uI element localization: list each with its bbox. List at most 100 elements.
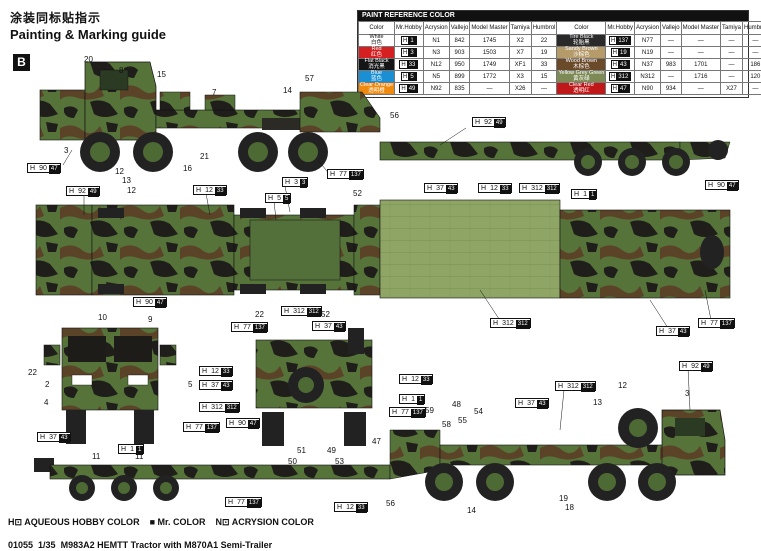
part-number: 58 [442,420,451,429]
part-number: 11 [135,452,144,461]
part-number: 12 [127,186,136,195]
side-view-trailer [299,91,731,176]
footer-name: M983A2 HEMTT Tractor with M870A1 Semi-Tr… [60,540,273,550]
top-view [35,199,731,299]
tamiya-code: — [719,70,744,83]
part-number: 12 [115,167,124,176]
title-chinese: 涂装同标贴指示 [10,11,102,25]
vallejo-code: 835 [448,82,471,95]
legend-n-icon: N⊡ [215,517,232,527]
part-number: 4 [44,398,49,407]
part-number: 22 [255,310,264,319]
side-view-tractor [39,61,328,172]
acrysion-code: N90 [634,82,662,95]
part-number: 13 [122,176,131,185]
part-number: 20 [84,55,93,64]
modelmaster-code: 1503 [469,46,510,59]
part-number: 59 [425,406,434,415]
part-number: 11 [92,452,101,461]
legend-mr-icon: ■ [149,517,158,527]
part-number: 10 [98,313,107,322]
tamiya-code: X26 [508,82,532,95]
part-number: 3 [64,146,69,155]
legend-h-icon: H⊡ [8,517,25,527]
part-number: 47 [372,437,381,446]
legend-acrysion: ACRYSION COLOR [231,517,314,527]
modelmaster-code: — [469,82,510,95]
modelmaster-code: — [680,82,721,95]
table-title: PAINT REFERENCE COLOR [358,11,748,21]
part-number: 18 [565,503,574,512]
part-number: 15 [157,70,166,79]
part-number: 52 [353,189,362,198]
part-number: 22 [28,368,37,377]
part-number: 56 [386,499,395,508]
part-number: 12 [618,381,627,390]
footer-code: 01055 [8,540,34,550]
part-number: 49 [327,446,336,455]
part-number: 14 [467,506,476,515]
acrysion-code: N92 [422,82,450,95]
part-number: 5 [188,380,193,389]
part-number: 21 [200,152,209,161]
part-number: 48 [452,400,461,409]
modelmaster-code: 1772 [469,70,510,83]
tamiya-code: X27 [719,82,744,95]
legend-aqueous: AQUEOUS HOBBY COLOR [24,517,140,527]
part-number: 14 [283,86,292,95]
color-legend: H⊡ AQUEOUS HOBBY COLOR ■ Mr. COLOR N⊡ AC… [8,517,314,528]
part-number: 51 [297,446,306,455]
part-number: 52 [321,310,330,319]
part-number: 7 [212,88,217,97]
acrysion-code: N77 [634,34,662,47]
rear-view [255,328,373,446]
title-english: Painting & Marking guide [10,27,167,42]
section-badge: B [13,54,30,71]
part-number: 53 [335,457,344,466]
part-number: 9 [148,315,153,324]
front-view [43,327,177,444]
